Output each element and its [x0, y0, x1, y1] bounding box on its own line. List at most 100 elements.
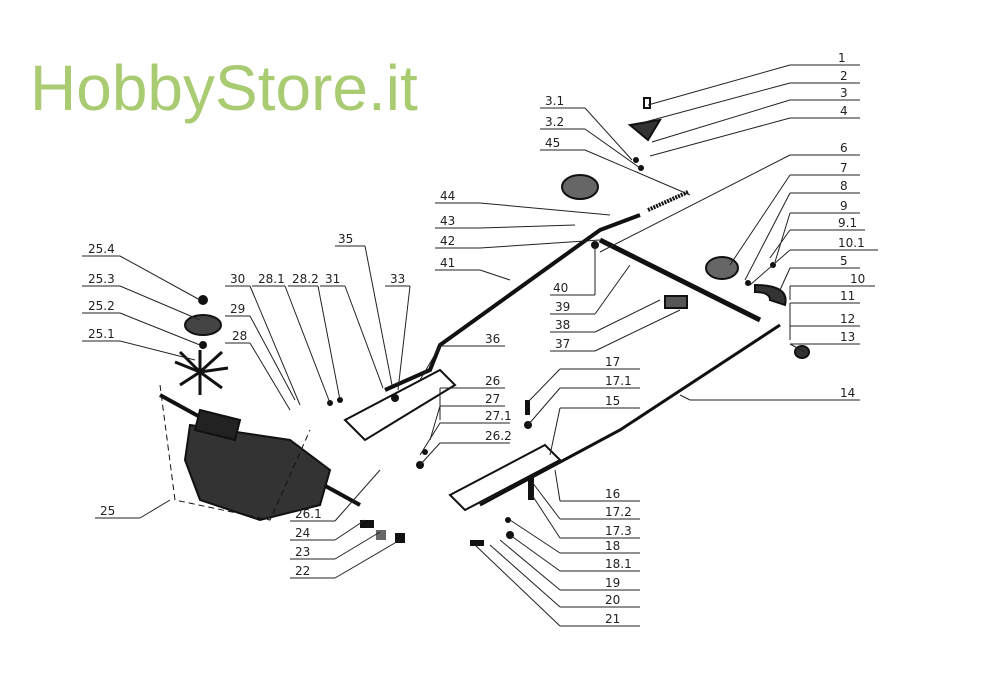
part-number-label: 13 [840, 330, 855, 344]
part-number-label: 27 [485, 392, 500, 406]
leader-line [249, 285, 301, 406]
callout-6: 6 [599, 141, 860, 253]
leader-line [531, 494, 561, 539]
callout-22: 22 [290, 539, 401, 579]
callout-26-1: 26.1 [290, 469, 381, 522]
leader-line [744, 192, 791, 281]
part-number-label: 28 [232, 329, 247, 343]
spring-45 [647, 190, 689, 212]
callout-33: 33 [385, 272, 411, 391]
leader-line [649, 117, 791, 157]
fan-25-1 [174, 350, 229, 395]
callout-38: 38 [550, 299, 661, 333]
callout-7: 7 [729, 161, 860, 266]
roller-45-grip [561, 174, 599, 200]
callout-1: 1 [647, 51, 860, 106]
callout-10-1: 10.1 [749, 236, 878, 286]
leader-line [479, 202, 611, 216]
leader-line [119, 340, 196, 361]
leader-line [334, 519, 366, 541]
callout-40: 40 [550, 245, 596, 296]
leader-line [419, 422, 441, 456]
part-number-label: 3.2 [545, 115, 564, 129]
part-number-label: 26 [485, 374, 500, 388]
leader-line [527, 368, 561, 403]
part-number-label: 17.1 [605, 374, 632, 388]
part-number-label: 12 [840, 312, 855, 326]
callout-37: 37 [550, 309, 681, 352]
part-number-label: 16 [605, 487, 620, 501]
callout-3-2: 3.2 [540, 115, 641, 169]
callout-27: 27 [429, 392, 505, 441]
part-number-label: 3 [840, 86, 848, 100]
callout-35: 35 [335, 232, 393, 386]
part-number-label: 44 [440, 189, 455, 203]
part-number-label: 18 [605, 539, 620, 553]
part-number-label: 24 [295, 526, 310, 540]
part-number-label: 6 [840, 141, 848, 155]
part-number-label: 23 [295, 545, 310, 559]
part-number-label: 9.1 [838, 216, 857, 230]
leader-line [584, 107, 633, 161]
part-number-label: 20 [605, 593, 620, 607]
leader-line [397, 285, 411, 391]
leader-line [729, 174, 791, 266]
leader-line [769, 229, 791, 259]
hobbystore-watermark: HobbyStore.it [30, 52, 418, 124]
leader-line [119, 312, 201, 346]
nut-25-4 [198, 295, 208, 305]
part-number-label: 18.1 [605, 557, 632, 571]
part-number-label: 36 [485, 332, 500, 346]
part-number-label: 26.2 [485, 429, 512, 443]
callout-14: 14 [679, 386, 860, 401]
part-number-label: 39 [555, 300, 570, 314]
callout-18: 18 [509, 519, 640, 554]
leader-line [531, 481, 561, 520]
part-number-label: 17.2 [605, 505, 632, 519]
callout-45: 45 [540, 136, 691, 196]
part-number-label: 41 [440, 256, 455, 270]
leader-line [249, 315, 296, 401]
callout-31: 31 [320, 272, 384, 389]
part-number-label: 21 [605, 612, 620, 626]
part-number-label: 7 [840, 161, 848, 175]
callout-28: 28 [225, 329, 291, 411]
part-number-label: 38 [555, 318, 570, 332]
callout-3-1: 3.1 [540, 94, 633, 161]
grip-7 [705, 256, 739, 280]
callout-25-3: 25.3 [82, 272, 201, 321]
leader-line [554, 469, 561, 502]
callout-27-1: 27.1 [419, 409, 512, 456]
leader-line [679, 394, 691, 401]
callout-10: 10 [789, 272, 875, 300]
callout-20: 20 [489, 544, 640, 608]
part-number-label: 3.1 [545, 94, 564, 108]
callout-9-1: 9.1 [769, 216, 865, 259]
callout-25-2: 25.2 [82, 299, 201, 346]
part-number-label: 29 [230, 302, 245, 316]
part-number-label: 19 [605, 576, 620, 590]
transmission-bracket-25 [159, 384, 311, 521]
callout-41: 41 [435, 256, 511, 281]
part-number-label: 17.3 [605, 524, 632, 538]
pulley-25-3 [184, 314, 222, 336]
leader-line [334, 539, 401, 579]
callout-30: 30 [225, 272, 301, 406]
callout-16: 16 [554, 469, 640, 502]
leader-line [651, 99, 791, 143]
transmission-top [193, 408, 242, 442]
callout-5: 5 [779, 254, 860, 291]
bracket-5 [754, 283, 787, 307]
frame-rod-front [598, 237, 762, 323]
callout-17: 17 [527, 355, 640, 403]
callout-42: 42 [435, 234, 601, 249]
callout-28-2: 28.2 [288, 272, 341, 401]
leader-line [364, 245, 393, 386]
transmission-housing [183, 423, 332, 522]
part-number-label: 5 [840, 254, 848, 268]
callout-25: 25 [95, 499, 171, 519]
part-callouts: 123467899.110.1510111213143.13.245444342… [82, 51, 878, 627]
leader-line [474, 544, 561, 627]
leader-line [509, 519, 561, 554]
leader-line [344, 285, 384, 389]
